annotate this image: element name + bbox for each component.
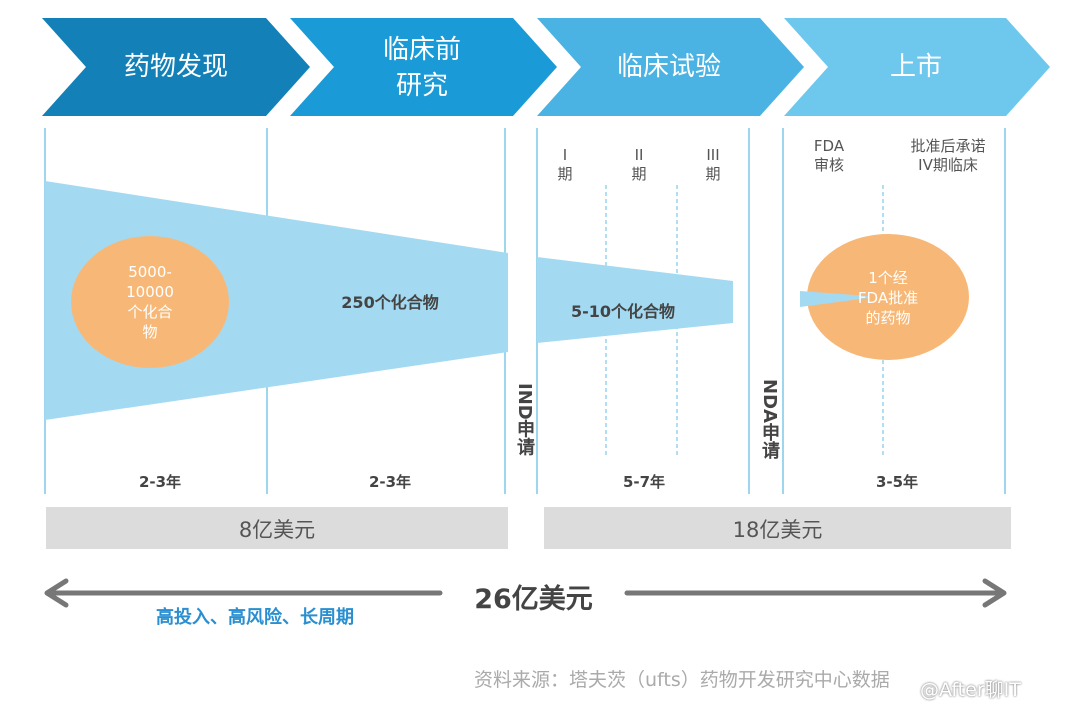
duration-preclinical: 2-3年 <box>368 473 412 491</box>
circle-approved <box>807 234 969 360</box>
cost-early: 8亿美元 <box>238 518 316 542</box>
stage-banner-preclinical <box>290 18 557 116</box>
cost-bar-early <box>46 507 508 549</box>
stage-banner-clinical <box>537 18 804 116</box>
funnel-approved <box>800 291 868 307</box>
cost-bar-late <box>544 507 1011 549</box>
stage-label-discovery: 药物发现 <box>123 52 228 82</box>
source-note: 资料来源：塔夫茨（ufts）药物开发研究中心数据 <box>474 669 890 691</box>
phase-3-label: III 期 <box>705 146 721 183</box>
total-arrow <box>44 578 1007 608</box>
stage-label-preclinical: 临床前 研究 <box>382 35 461 101</box>
stage-label-clinical: 临床试验 <box>616 52 721 82</box>
cost-late: 18亿美元 <box>732 518 823 542</box>
stage-banner-market <box>784 18 1050 116</box>
tagline: 高投入、高风险、长周期 <box>156 607 354 628</box>
ind-application: IND申请 <box>514 383 535 456</box>
preclinical-compounds: 250个化合物 <box>341 293 439 312</box>
total-cost: 26亿美元 <box>474 584 593 615</box>
discovery-compounds: 5000- 10000 个化合 物 <box>126 263 174 341</box>
duration-market: 3-5年 <box>875 473 919 491</box>
phase-2-label: II 期 <box>631 146 647 183</box>
stage-banner-discovery <box>42 18 310 116</box>
duration-discovery: 2-3年 <box>138 473 182 491</box>
stage-label-market: 上市 <box>889 52 942 82</box>
fda-review-label: FDA 审核 <box>813 137 845 174</box>
circle-discovery <box>71 236 229 368</box>
nda-application: NDA申请 <box>759 379 780 459</box>
phase-4-label: 批准后承诺 IV期临床 <box>910 137 986 174</box>
phase-1-label: I 期 <box>557 146 573 183</box>
clinical-compounds: 5-10个化合物 <box>570 302 676 321</box>
duration-clinical: 5-7年 <box>622 473 666 491</box>
approved-drug: 1个经 FDA批准 的药物 <box>857 269 919 327</box>
funnel-clinical <box>537 257 733 343</box>
watermark: @After聊IT <box>920 679 1021 701</box>
